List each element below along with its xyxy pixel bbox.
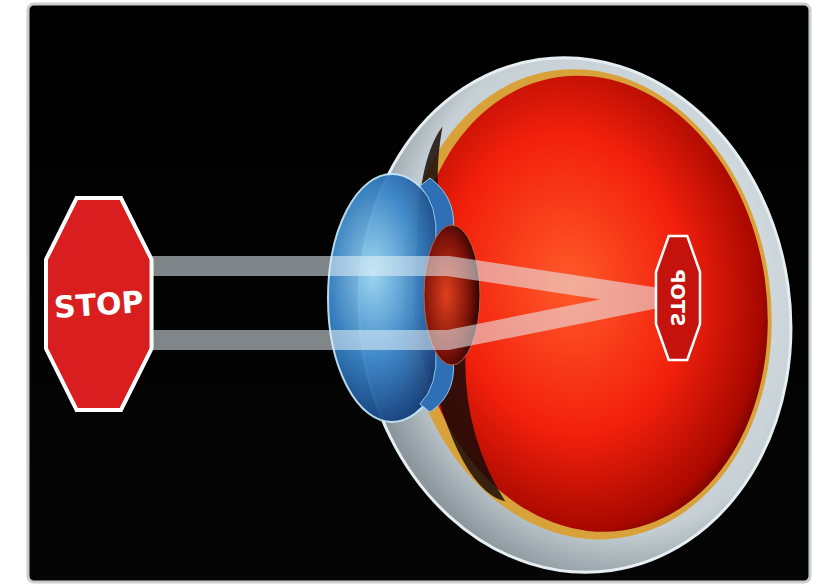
choroid (372, 45, 802, 564)
vitreous-body (384, 52, 796, 555)
retina-image: STOP (656, 236, 700, 360)
eyeball (326, 30, 824, 586)
light-beam (150, 266, 658, 340)
lens (424, 225, 480, 365)
sign-text: STOP (53, 283, 145, 324)
sign-text: STOP (667, 270, 689, 327)
octagon-outline (656, 236, 700, 360)
octagon-outline (46, 198, 152, 410)
background-panel (28, 4, 810, 582)
stop-sign: STOP (46, 198, 152, 410)
sclera (326, 30, 824, 586)
